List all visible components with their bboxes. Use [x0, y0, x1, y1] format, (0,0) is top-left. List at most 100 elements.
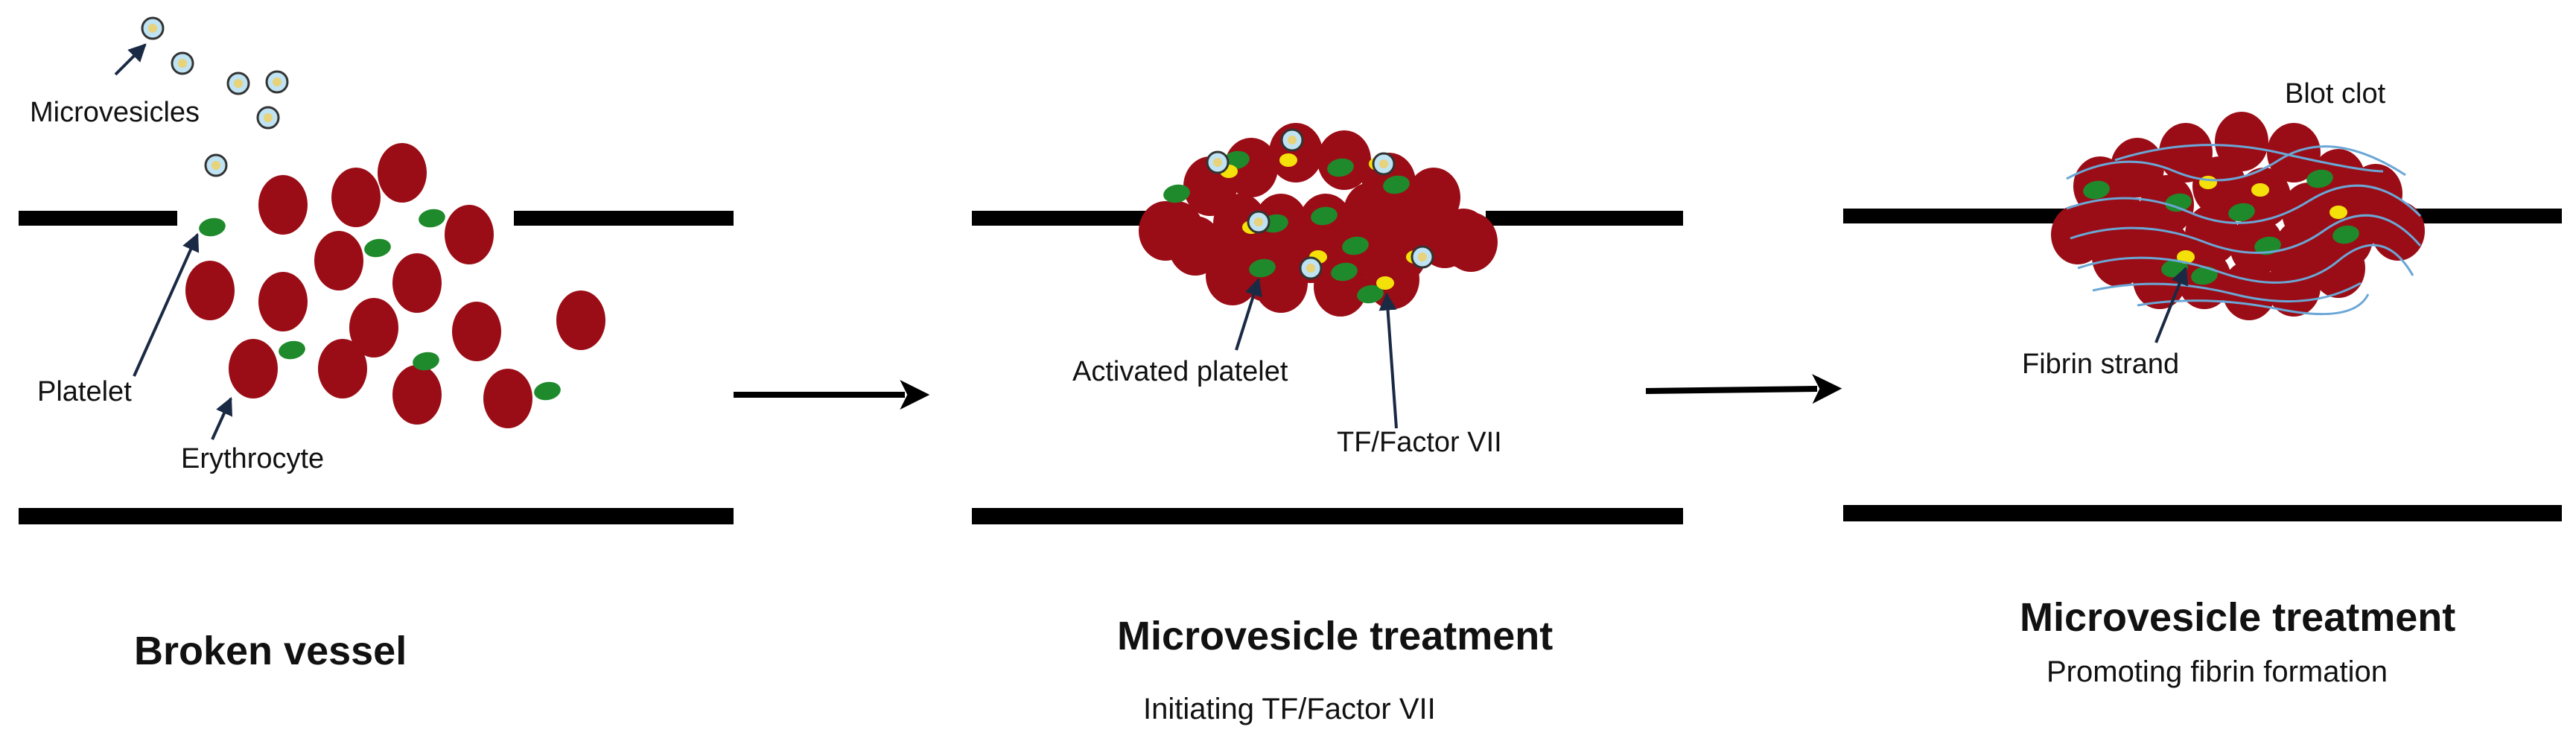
platelet: [2306, 169, 2333, 188]
erythrocyte: [483, 369, 532, 428]
fibrin-strand: [2092, 282, 2362, 303]
blot-clot-label: Blot clot: [2285, 78, 2386, 109]
panel3-title: Microvesicle treatment: [2020, 595, 2456, 640]
microvesicle-core: [1213, 158, 1222, 167]
tf-factor: [1376, 276, 1394, 290]
erythrocyte-label: Erythrocyte: [181, 443, 325, 474]
microvesicle-core: [1288, 136, 1297, 144]
process-arrow-2: [1645, 374, 1842, 404]
erythrocyte: [1139, 201, 1192, 261]
platelet: [364, 238, 391, 258]
fibrin-strand: [2066, 184, 2422, 224]
erythrocyte: [2192, 156, 2246, 216]
platelet: [2165, 193, 2192, 212]
platelet: [1331, 262, 1358, 282]
fibrin-strand-pointer: [2154, 266, 2189, 343]
platelet: [2083, 180, 2110, 200]
fibrin-strand-label: Fibrin strand: [2022, 349, 2180, 380]
erythrocyte: [229, 339, 278, 398]
vessel-wall-bottom: [19, 508, 734, 524]
microvesicle-core: [234, 79, 243, 88]
erythrocyte: [2371, 201, 2425, 261]
vessel-wall-bottom: [972, 508, 1683, 524]
microvesicles-label: Microvesicles: [30, 97, 200, 128]
platelet: [1311, 206, 1338, 226]
tf-factor: [2329, 206, 2347, 219]
fibrin-strand: [2114, 144, 2384, 173]
vessel-wall-top-right: [514, 211, 734, 226]
activated-platelet-label: Activated platelet: [1072, 356, 1288, 387]
erythrocyte: [258, 175, 308, 235]
erythrocyte: [185, 261, 235, 320]
panel3-subtitle: Promoting fibrin formation: [2047, 655, 2388, 688]
erythrocyte: [349, 298, 398, 358]
platelet-pointer: [133, 232, 200, 377]
fibrin-strand: [2066, 145, 2406, 182]
vessel-wall-top-left: [972, 211, 1162, 226]
platelet: [419, 209, 445, 228]
erythrocyte-pointer: [211, 396, 232, 440]
erythrocyte: [331, 168, 381, 227]
erythrocyte: [452, 302, 501, 361]
erythrocyte: [318, 339, 367, 398]
erythrocyte: [2215, 112, 2268, 171]
tf-factor: [2177, 250, 2195, 264]
erythrocyte: [2312, 238, 2365, 298]
vessel-wall-bottom: [1843, 505, 2562, 521]
platelet: [2228, 203, 2255, 222]
fibrin-strand: [2070, 214, 2422, 254]
erythrocyte: [392, 253, 442, 313]
microvesicle-group: [141, 16, 289, 177]
panel2-subtitle: Initiating TF/Factor VII: [1143, 693, 1436, 725]
platelet: [199, 217, 226, 237]
erythrocyte-group: [185, 143, 605, 428]
fibrin-strand: [2137, 293, 2370, 316]
tf-factor: [2199, 176, 2217, 189]
panel-broken-vessel: [19, 16, 734, 524]
vessel-wall-top-right: [1486, 211, 1683, 226]
microvesicle-core: [148, 24, 157, 33]
platelet: [1383, 175, 1410, 194]
microvesicle-core: [1306, 264, 1315, 273]
platelet: [1357, 285, 1384, 304]
erythrocyte: [1206, 246, 1259, 305]
platelet: [1342, 236, 1369, 255]
erythrocyte: [258, 272, 308, 331]
fibrin-strand: [2077, 244, 2414, 284]
platelet: [413, 352, 439, 371]
erythrocyte: [314, 231, 363, 290]
erythrocyte: [2051, 205, 2105, 264]
platelet: [1327, 158, 1354, 177]
microvesicles-pointer: [114, 43, 147, 76]
clot-cell-group: [1139, 123, 1498, 317]
erythrocyte: [2092, 227, 2146, 287]
microvesicle-core: [273, 77, 282, 86]
erythrocyte: [378, 143, 427, 203]
erythrocyte: [392, 365, 442, 425]
microvesicle-core: [212, 161, 220, 170]
microvesicle-core: [1379, 159, 1388, 168]
microvesicle-core: [1418, 252, 1427, 261]
platelet: [2332, 225, 2359, 244]
erythrocyte: [1444, 212, 1498, 272]
erythrocyte: [445, 205, 494, 264]
microvesicle-core: [264, 113, 273, 122]
platelet-group: [199, 209, 561, 401]
panel-fibrin-formation: [1843, 112, 2562, 521]
platelet-label: Platelet: [37, 376, 132, 407]
tf-factor-label: TF/Factor VII: [1337, 427, 1502, 458]
platelet: [1249, 258, 1276, 278]
panel-microvesicle-initiation: [972, 123, 1683, 524]
platelet: [2191, 266, 2218, 285]
vessel-wall-top-left: [19, 211, 177, 226]
vessel-wall-top-right: [2398, 209, 2562, 223]
panel1-title: Broken vessel: [134, 629, 407, 673]
platelet: [279, 340, 305, 360]
tf-factor-pointer: [1378, 292, 1398, 429]
activated-platelet-pointer: [1235, 277, 1262, 351]
vessel-wall-top-left: [1843, 209, 2078, 223]
fibrin-strand-group: [2066, 144, 2422, 316]
microvesicle-core: [1254, 217, 1263, 226]
erythrocyte: [556, 290, 605, 350]
